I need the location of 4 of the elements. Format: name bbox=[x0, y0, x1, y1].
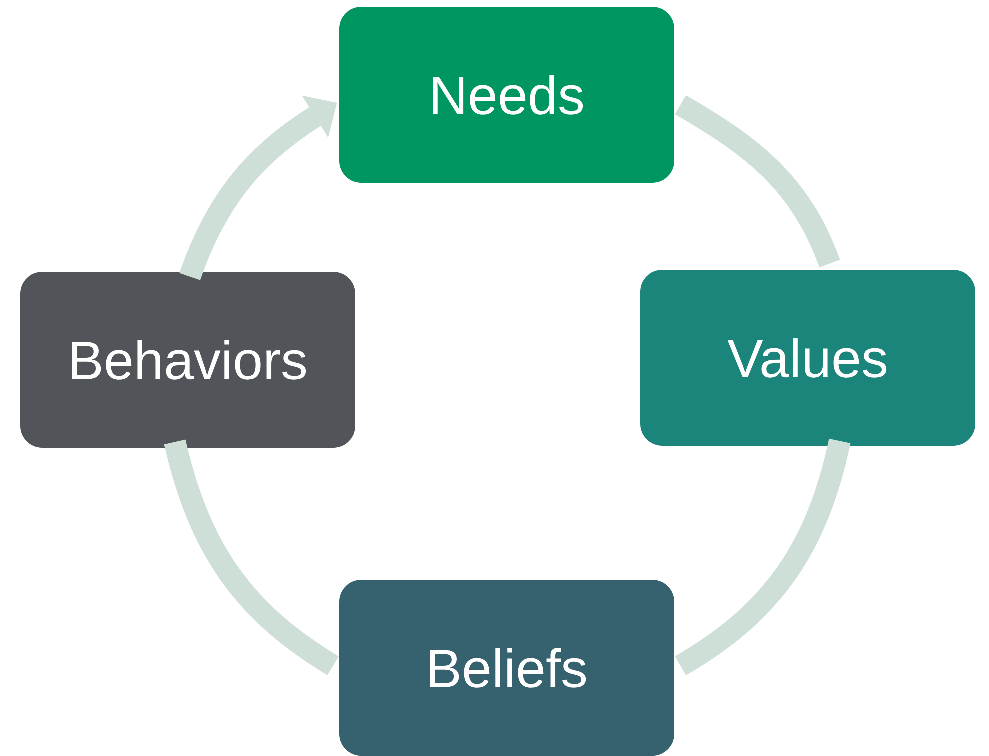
process-box: Beliefs bbox=[340, 580, 674, 756]
process-box: Values bbox=[640, 270, 976, 446]
process-box: Needs bbox=[340, 7, 674, 183]
process-box: Behaviors bbox=[20, 272, 356, 448]
